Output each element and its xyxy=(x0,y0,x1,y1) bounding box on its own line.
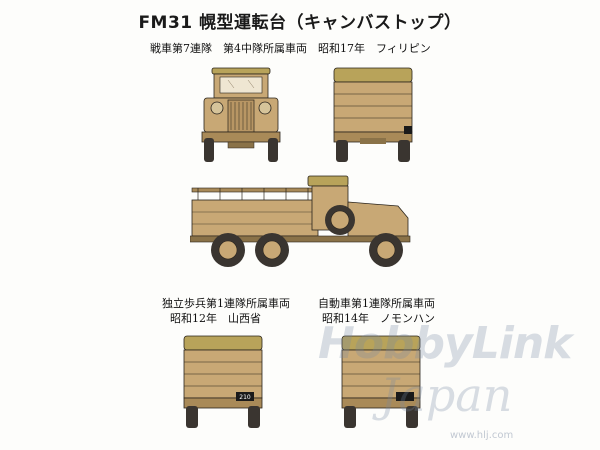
truck-rear-view-icon xyxy=(333,67,413,162)
truck-rear-view-right-icon xyxy=(341,335,421,428)
truck-side-view-icon xyxy=(190,175,411,267)
caption-right-unit: 自動車第1連隊所属車両 xyxy=(318,297,435,310)
caption-left-unit: 独立歩兵第1連隊所属車両 xyxy=(162,297,290,310)
plate-number: 210 xyxy=(239,394,251,401)
watermark-url: www.hlj.com xyxy=(450,430,514,441)
caption-left-place: 昭和12年 山西省 xyxy=(170,312,261,325)
caption-right-place: 昭和14年 ノモンハン xyxy=(322,312,435,325)
caption-philippines: 戦車第7連隊 第4中隊所属車両 昭和17年 フィリピン xyxy=(150,42,431,55)
page-title: FM31 幌型運転台（キャンバストップ） xyxy=(138,13,462,33)
truck-rear-view-left-icon: 210 xyxy=(183,335,263,428)
truck-front-view-icon xyxy=(201,67,281,162)
